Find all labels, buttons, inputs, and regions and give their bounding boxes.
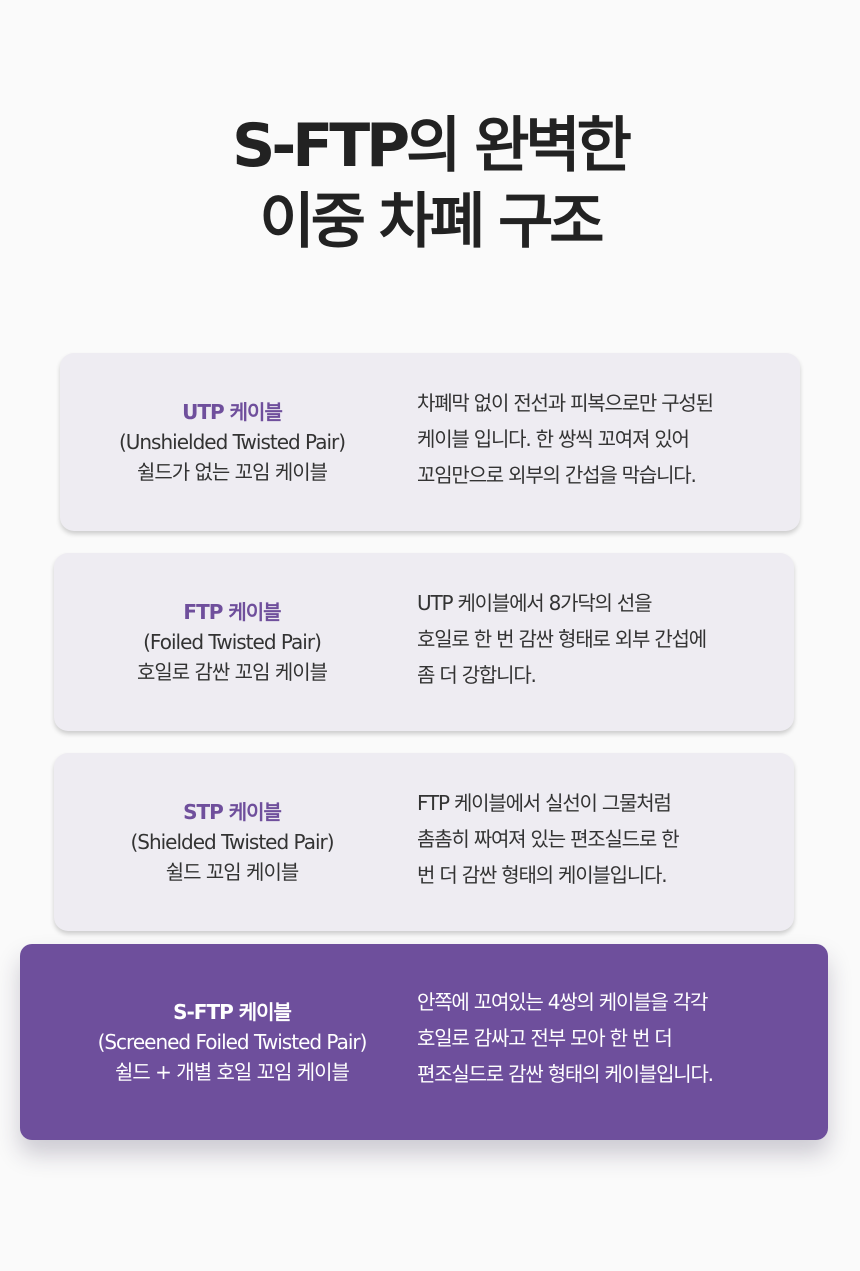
description-line: 꼬임만으로 외부의 간섭을 막습니다.: [417, 463, 697, 487]
page-title-line-1: S-FTP의 완벽한: [232, 111, 632, 181]
cable-korean-name: 호일로 감싼 꼬임 케이블: [136, 660, 328, 684]
cable-description: 차폐막 없이 전선과 피복으로만 구성된 케이블 입니다. 한 쌍씩 꼬여져 있…: [417, 385, 714, 493]
utp-name-block: UTP 케이블 (Unshielded Twisted Pair) 쉴드가 없는…: [60, 353, 404, 531]
cable-name: S-FTP 케이블: [173, 1000, 292, 1024]
utp-card: UTP 케이블 (Unshielded Twisted Pair) 쉴드가 없는…: [60, 353, 800, 531]
cable-fullname: (Shielded Twisted Pair): [130, 830, 334, 854]
page-title-line-2: 이중 차폐 구조: [259, 187, 605, 257]
description-line: 번 더 감싼 형태의 케이블입니다.: [417, 863, 668, 887]
cable-name: UTP 케이블: [182, 400, 283, 424]
cable-fullname: (Foiled Twisted Pair): [143, 630, 322, 654]
cable-description: 안쪽에 꼬여있는 4쌍의 케이블을 각각 호일로 감싸고 전부 모아 한 번 더…: [417, 984, 714, 1092]
stp-name-block: STP 케이블 (Shielded Twisted Pair) 쉴드 꼬임 케이…: [54, 753, 410, 931]
cable-korean-name: 쉴드 + 개별 호일 꼬임 케이블: [115, 1060, 350, 1084]
description-line: 차폐막 없이 전선과 피복으로만 구성된: [417, 391, 714, 415]
sftp-card: S-FTP 케이블 (Screened Foiled Twisted Pair)…: [20, 944, 828, 1140]
description-line: 편조실드로 감싼 형태의 케이블입니다.: [417, 1062, 714, 1086]
description-line: 촘촘히 짜여져 있는 편조실드로 한: [417, 827, 680, 851]
description-line: 좀 더 강합니다.: [417, 663, 537, 687]
description-line: 호일로 한 번 감싼 형태로 외부 간섭에: [417, 627, 707, 651]
cable-name: FTP 케이블: [183, 600, 281, 624]
page-title: S-FTP의 완벽한 이중 차폐 구조: [0, 108, 860, 260]
description-line: FTP 케이블에서 실선이 그물처럼: [417, 791, 672, 815]
cable-fullname: (Screened Foiled Twisted Pair): [97, 1030, 368, 1054]
cable-name: STP 케이블: [183, 800, 282, 824]
cable-description: FTP 케이블에서 실선이 그물처럼 촘촘히 짜여져 있는 편조실드로 한 번 …: [417, 785, 680, 893]
ftp-name-block: FTP 케이블 (Foiled Twisted Pair) 호일로 감싼 꼬임 …: [54, 553, 410, 731]
cable-description: UTP 케이블에서 8가닥의 선을 호일로 한 번 감싼 형태로 외부 간섭에 …: [417, 585, 707, 693]
cable-korean-name: 쉴드가 없는 꼬임 케이블: [136, 460, 328, 484]
description-line: 안쪽에 꼬여있는 4쌍의 케이블을 각각: [417, 990, 708, 1014]
ftp-card: FTP 케이블 (Foiled Twisted Pair) 호일로 감싼 꼬임 …: [54, 553, 794, 731]
cable-fullname: (Unshielded Twisted Pair): [118, 430, 346, 454]
stp-card: STP 케이블 (Shielded Twisted Pair) 쉴드 꼬임 케이…: [54, 753, 794, 931]
sftp-name-block: S-FTP 케이블 (Screened Foiled Twisted Pair)…: [20, 944, 444, 1140]
description-line: 호일로 감싸고 전부 모아 한 번 더: [417, 1026, 673, 1050]
cable-korean-name: 쉴드 꼬임 케이블: [165, 860, 300, 884]
description-line: 케이블 입니다. 한 쌍씩 꼬여져 있어: [417, 427, 690, 451]
description-line: UTP 케이블에서 8가닥의 선을: [417, 591, 653, 615]
